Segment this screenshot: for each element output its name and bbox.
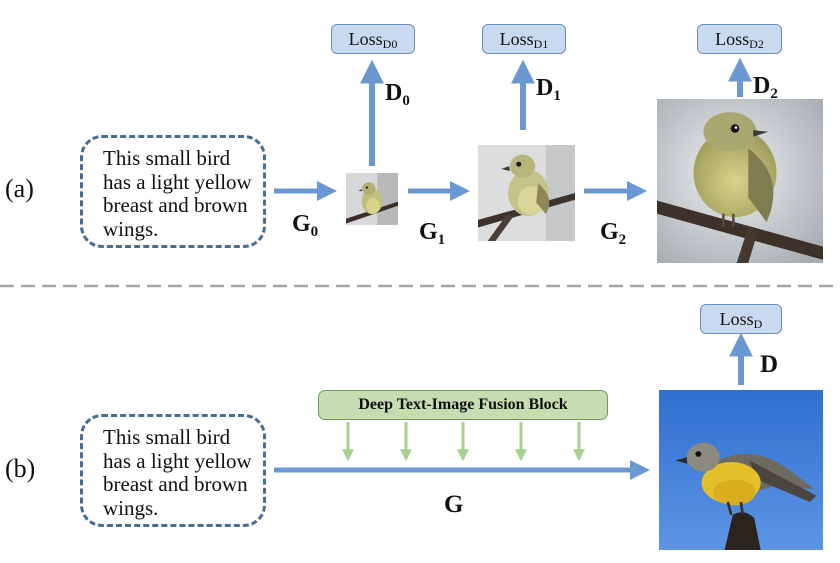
- d1-name: D: [536, 75, 554, 101]
- loss-d0-sub: D0: [382, 37, 398, 51]
- d1-label: D1: [536, 75, 561, 104]
- d0-sub: 0: [402, 93, 410, 109]
- loss-d-box: LossD: [700, 304, 782, 334]
- loss-d0-box: LossD0: [331, 24, 415, 54]
- d2-name: D: [753, 73, 771, 99]
- loss-d0-name: Loss: [348, 29, 383, 49]
- input-text-box-a: This small bird has a light yellow breas…: [80, 135, 266, 248]
- g0-name: G: [292, 211, 311, 237]
- d1-sub: 1: [553, 88, 561, 104]
- g-label: G: [444, 491, 464, 518]
- generated-image-128: [478, 145, 575, 241]
- g0-label: G0: [292, 211, 319, 240]
- fusion-block: Deep Text-Image Fusion Block: [318, 390, 608, 420]
- g1-label: G1: [419, 219, 446, 248]
- generated-image-b: [659, 390, 823, 550]
- d2-label: D2: [753, 73, 778, 102]
- d0-name: D: [385, 80, 403, 106]
- loss-d1-sub: D1: [533, 37, 549, 51]
- loss-d1-name: Loss: [499, 29, 534, 49]
- panel-a-label: (a): [5, 174, 34, 203]
- g2-name: G: [600, 219, 619, 245]
- g2-sub: 2: [618, 232, 627, 248]
- loss-d2-sub: D2: [749, 37, 764, 51]
- d0-label: D0: [385, 80, 410, 109]
- d-label: D: [760, 351, 779, 378]
- input-text-box-b: This small bird has a light yellow breas…: [80, 414, 266, 527]
- generated-image-256: [657, 99, 823, 263]
- loss-d2-box: LossD2: [697, 24, 782, 54]
- loss-d-name: Loss: [719, 309, 754, 329]
- loss-d2-name: Loss: [715, 29, 750, 49]
- g0-sub: 0: [310, 224, 319, 240]
- loss-d1-box: LossD1: [482, 24, 566, 54]
- loss-d-sub: D: [753, 317, 763, 331]
- g1-sub: 1: [437, 232, 446, 248]
- panel-b-label: (b): [5, 454, 36, 483]
- g1-name: G: [419, 219, 438, 245]
- generated-image-64: [346, 173, 398, 225]
- g2-label: G2: [600, 219, 627, 248]
- d2-sub: 2: [770, 86, 778, 102]
